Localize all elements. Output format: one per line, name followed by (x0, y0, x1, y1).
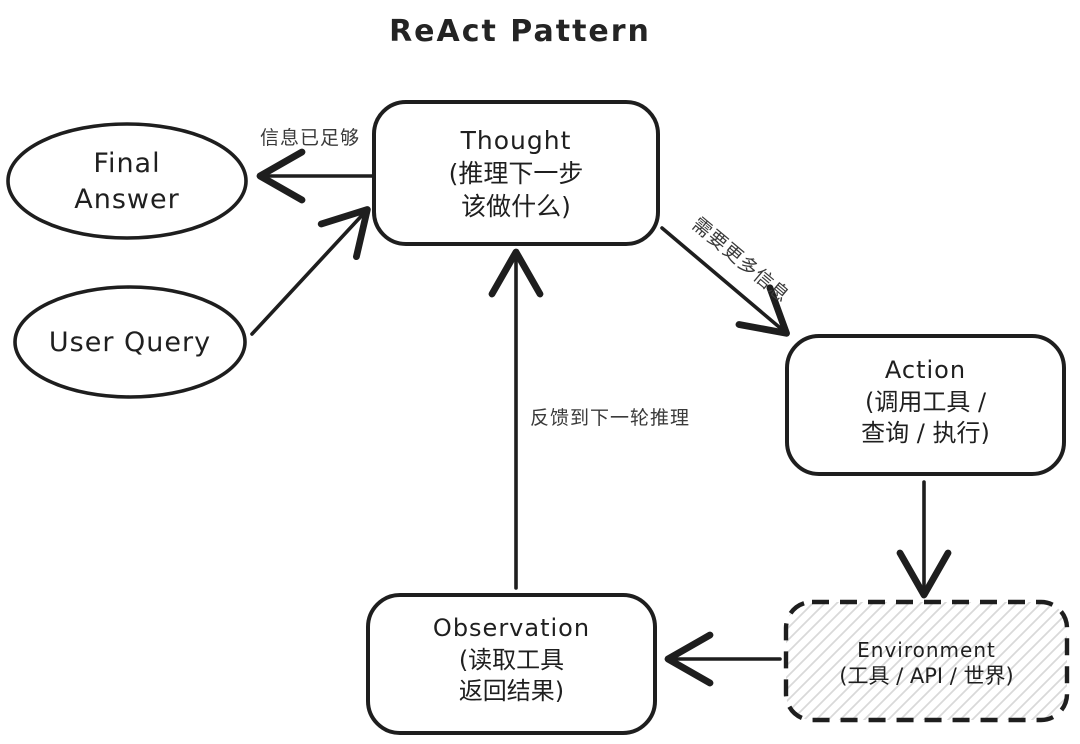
environment-node-label: Environment (工具 / API / 世界) (786, 637, 1067, 691)
action-desc-line1: (调用工具 / (864, 387, 987, 416)
action-node-label: Action (调用工具 / 查询 / 执行) (787, 355, 1064, 450)
final-answer-node-label: Final Answer (27, 146, 227, 217)
final-answer-node-shape (6, 122, 248, 240)
thought-title: Thought (460, 126, 572, 155)
user-query-node-label: User Query (48, 327, 212, 358)
thought-desc-line1: (推理下一步 (448, 159, 584, 188)
observation-desc-line2: 返回结果) (458, 677, 565, 706)
action-node-shape (785, 334, 1066, 476)
arrow-user-query-to-thought (250, 206, 371, 336)
observation-desc-line1: (读取工具 (458, 645, 565, 674)
thought-node-label: Thought (推理下一步 该做什么) (374, 124, 658, 223)
arrow-thought-to-action (660, 226, 790, 337)
action-desc-line2: 查询 / 执行) (861, 419, 990, 448)
observation-node-shape (366, 593, 657, 735)
observation-title: Observation (432, 614, 591, 642)
action-title: Action (884, 356, 967, 384)
environment-node-shape (783, 599, 1070, 723)
environment-title: Environment (857, 638, 996, 662)
user-query-node-shape (13, 285, 247, 399)
edge-label-info-sufficient: 信息已足够 (259, 127, 360, 149)
environment-desc-line1: (工具 / API / 世界) (839, 664, 1014, 689)
edge-label-feedback-next-round: 反馈到下一轮推理 (529, 407, 690, 429)
thought-desc-line2: 该做什么) (461, 192, 571, 221)
thought-node-shape (372, 100, 660, 246)
final-answer-line2: Answer (74, 183, 180, 215)
final-answer-line1: Final (93, 148, 161, 179)
diagram-title: ReAct Pattern (389, 14, 651, 49)
observation-node-label: Observation (读取工具 返回结果) (368, 613, 655, 708)
